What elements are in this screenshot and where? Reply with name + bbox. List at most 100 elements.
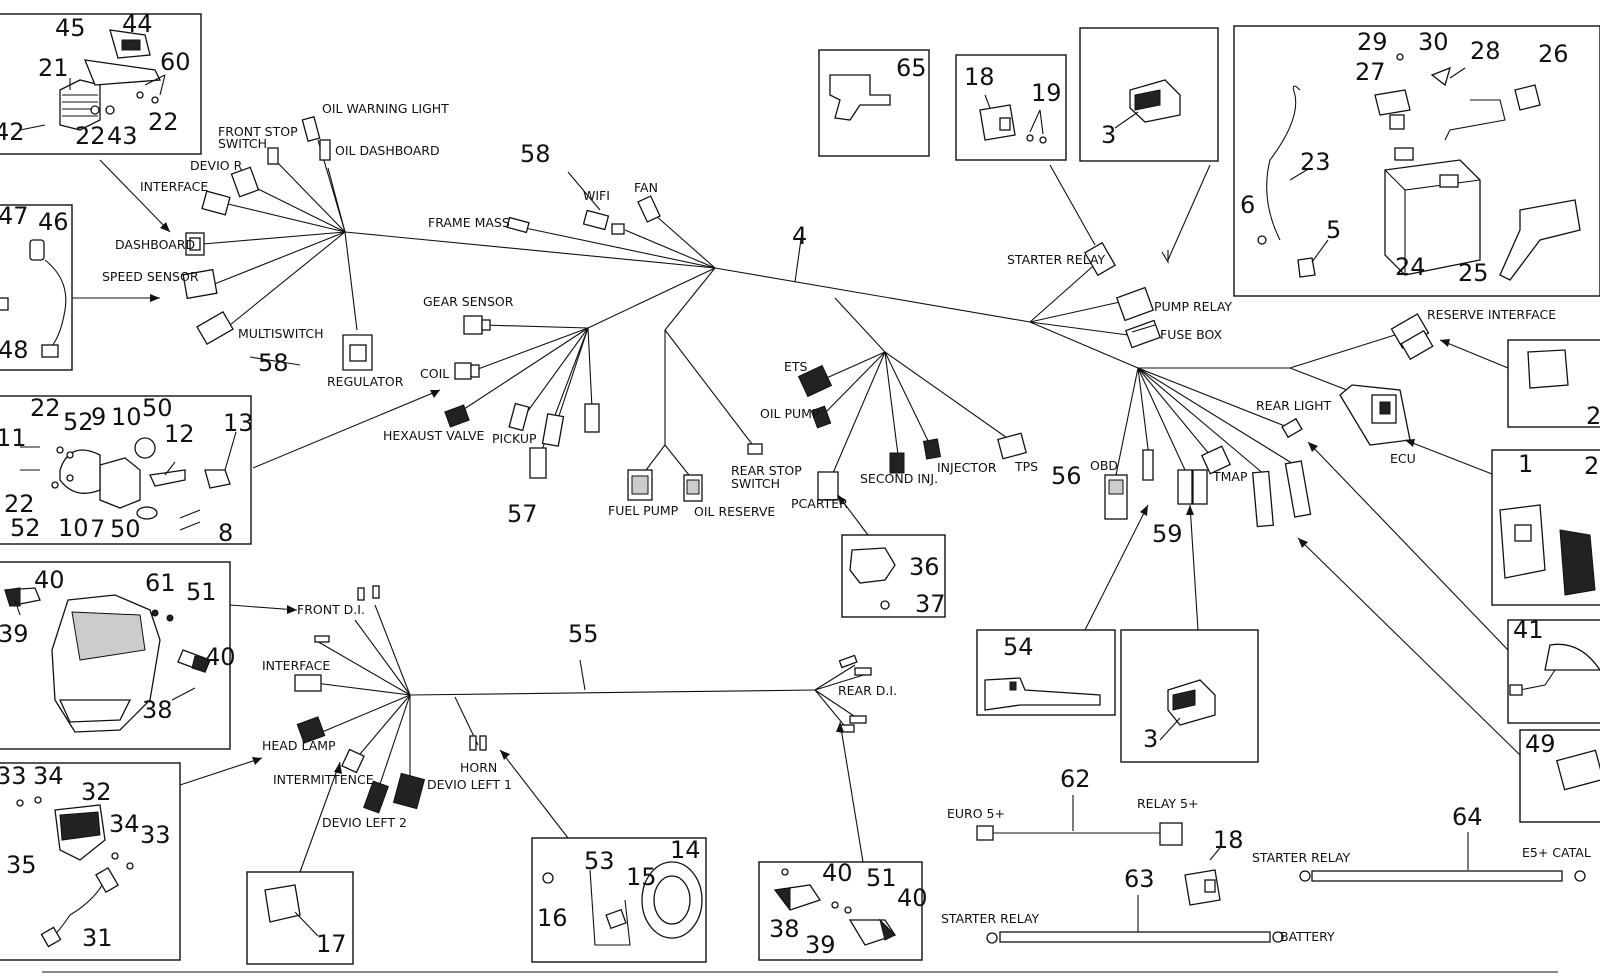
- part-number-40c: 40: [822, 859, 853, 887]
- horn-assembly-box: [499, 749, 707, 963]
- part-number-52b: 52: [10, 514, 41, 542]
- part-number-45: 45: [55, 14, 86, 42]
- tps-connector: [997, 432, 1027, 460]
- gear-sensor-connector: [463, 315, 491, 335]
- part-number-40a: 40: [34, 566, 65, 594]
- part-number-28: 28: [1470, 37, 1501, 65]
- part-number-6: 6: [1240, 191, 1255, 219]
- frame-mass-connector: [506, 216, 530, 234]
- label-euro5: EURO 5+: [947, 806, 1005, 821]
- part-number-46: 46: [38, 208, 69, 236]
- label-rear-stop-switch-2: SWITCH: [731, 476, 780, 491]
- part-number-12: 12: [164, 420, 195, 448]
- label-starter-relay-63: STARTER RELAY: [941, 911, 1040, 926]
- part-number-33b: 33: [140, 821, 171, 849]
- relay-3-top-box: [1079, 27, 1219, 162]
- part-number-2b: 2: [1584, 452, 1599, 480]
- pcarter-connector: [817, 471, 839, 501]
- part-number-50b: 50: [110, 515, 141, 543]
- label-fuel-pump: FUEL PUMP: [608, 503, 679, 518]
- label-head-lamp: HEAD LAMP: [262, 738, 336, 753]
- label-devio-left-1: DEVIO LEFT 1: [427, 777, 512, 792]
- oil-warning-light-connector: [301, 116, 331, 161]
- label-e5-catal: E5+ CATAL: [1522, 845, 1591, 860]
- label-intermittence: INTERMITTENCE: [273, 772, 374, 787]
- connector-59: [1142, 449, 1208, 505]
- part-number-39a: 39: [0, 620, 29, 648]
- relay-18-bottom: [1184, 847, 1221, 906]
- part-number-65: 65: [896, 54, 927, 82]
- label-fan: FAN: [634, 180, 658, 195]
- part-number-9: 9: [91, 403, 106, 431]
- part-number-14: 14: [670, 836, 701, 864]
- front-harness-55: [294, 585, 872, 814]
- leader-58-multiswitch: [249, 356, 301, 366]
- rear-indicators-box: [758, 721, 923, 961]
- part-number-40d: 40: [897, 884, 928, 912]
- part-number-63: 63: [1124, 865, 1155, 893]
- part-number-11: 11: [0, 424, 27, 452]
- reserve-relay-2-box: [1439, 339, 1600, 428]
- wifi-connector: [582, 209, 625, 235]
- reserve-interface-connector: [1390, 313, 1434, 361]
- label-injector: INJECTOR: [937, 460, 997, 475]
- part-number-58b: 58: [520, 140, 551, 168]
- label-regulator: REGULATOR: [327, 374, 404, 389]
- part-number-13: 13: [223, 409, 254, 437]
- second-inj-connector: [889, 452, 905, 474]
- headlight-assembly-box: [0, 561, 298, 750]
- label-coil: COIL: [420, 366, 449, 381]
- part-number-2a: 2: [1586, 402, 1600, 430]
- intermittence-relay-box: [246, 761, 354, 965]
- label-multiswitch: MULTISWITCH: [238, 326, 324, 341]
- component-labels: OIL WARNING LIGHT FRONT STOP SWITCH OIL …: [102, 101, 1591, 944]
- part-number-10a: 10: [111, 403, 142, 431]
- part-number-52a: 52: [63, 408, 94, 436]
- part-number-62: 62: [1060, 765, 1091, 793]
- part-number-17: 17: [316, 930, 347, 958]
- part-number-41: 41: [1513, 616, 1544, 644]
- label-pcarter: PCARTER: [791, 496, 848, 511]
- hexaust-valve-connector: [444, 404, 470, 428]
- part-number-61: 61: [145, 569, 176, 597]
- coil-connector: [454, 362, 480, 380]
- part-number-32: 32: [81, 778, 112, 806]
- label-front-stop-switch-1: FRONT STOP: [218, 124, 298, 139]
- dashboard-connector: [185, 232, 205, 256]
- part-number-15: 15: [626, 863, 657, 891]
- label-oil-warning-light: OIL WARNING LIGHT: [322, 101, 449, 116]
- part-number-27: 27: [1355, 58, 1386, 86]
- multiswitch-connector: [196, 310, 234, 346]
- battery-assembly-box: [1233, 25, 1600, 297]
- connector-unnamed-gear: [584, 403, 600, 433]
- label-obd: OBD: [1090, 458, 1118, 473]
- tmap-connector: [1200, 445, 1232, 475]
- interface-top-connector: [201, 190, 231, 216]
- part-number-54: 54: [1003, 633, 1034, 661]
- part-number-38a: 38: [142, 696, 173, 724]
- part-number-4: 4: [792, 222, 807, 250]
- label-starter-relay-64: STARTER RELAY: [1252, 850, 1351, 865]
- rear-di-harness-plugs: [1251, 460, 1312, 528]
- label-front-di: FRONT D.I.: [297, 602, 365, 617]
- part-number-26: 26: [1538, 40, 1569, 68]
- part-number-19: 19: [1031, 79, 1062, 107]
- obd-connector: [1104, 474, 1128, 520]
- part-number-22a: 22: [75, 122, 106, 150]
- part-number-18b: 18: [1213, 826, 1244, 854]
- label-ets: ETS: [784, 359, 808, 374]
- part-number-34b: 34: [109, 810, 140, 838]
- devio-r-connector: [230, 166, 260, 198]
- label-gear-sensor: GEAR SENSOR: [423, 294, 514, 309]
- part-number-58a: 58: [258, 349, 289, 377]
- part-number-18a: 18: [964, 63, 995, 91]
- label-reserve-interface: RESERVE INTERFACE: [1427, 307, 1556, 322]
- label-tps: TPS: [1014, 459, 1038, 474]
- relay-3-bottom-box: [1120, 504, 1259, 763]
- part-number-35: 35: [6, 851, 37, 879]
- label-ecu: ECU: [1390, 451, 1416, 466]
- label-pickup: PICKUP: [492, 431, 537, 446]
- part-number-60: 60: [160, 48, 191, 76]
- part-number-42: 42: [0, 118, 25, 146]
- connector-57: [529, 413, 565, 479]
